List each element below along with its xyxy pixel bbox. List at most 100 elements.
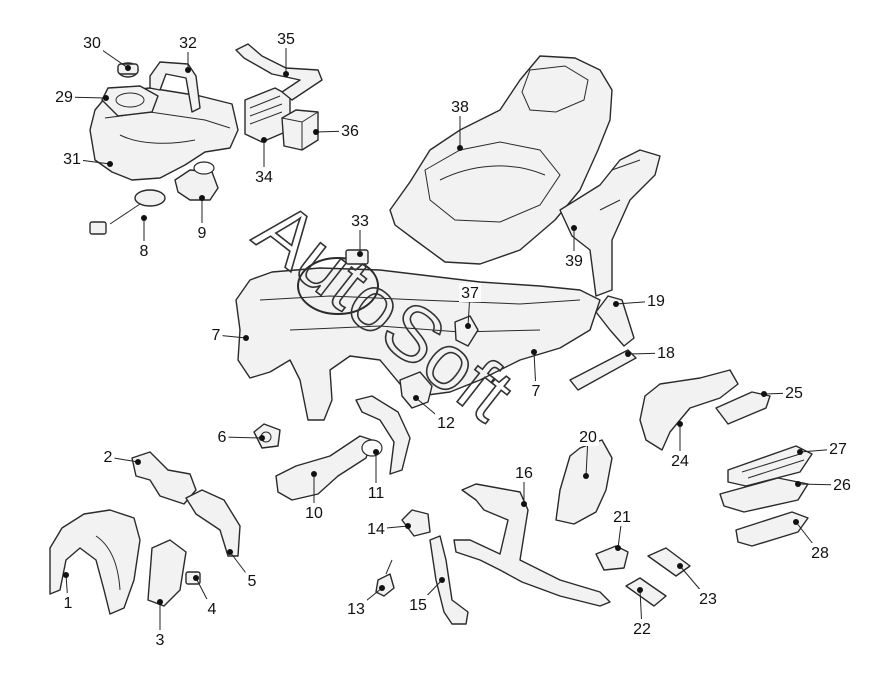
- callout-label-background: [365, 483, 387, 502]
- callout-14: 14: [365, 519, 411, 538]
- callout-37: 37: [459, 283, 481, 329]
- callout-dot: [261, 137, 267, 143]
- callout-number: 24: [671, 453, 689, 470]
- part-side-bracket-right: [639, 369, 739, 451]
- callout-dot: [521, 501, 527, 507]
- part-main-frame: [235, 267, 601, 421]
- callout-31: 31: [61, 149, 113, 168]
- callout-label-background: [345, 599, 367, 618]
- part-rider-peg: [625, 577, 667, 607]
- callout-label-background: [577, 427, 599, 446]
- callout-label-background: [209, 325, 223, 344]
- callout-dot: [199, 195, 205, 201]
- callout-label-background: [529, 381, 543, 400]
- callout-12: 12: [413, 395, 457, 432]
- part-footboard-pad: [735, 511, 809, 547]
- callout-9: 9: [195, 195, 209, 242]
- part-seat: [389, 55, 613, 265]
- callout-label-background: [253, 167, 275, 186]
- callout-26: 26: [795, 475, 853, 494]
- callout-number: 37: [461, 285, 479, 302]
- part-passenger-peg: [647, 547, 691, 577]
- callout-5: 5: [227, 549, 259, 590]
- callout-label-background: [195, 223, 209, 242]
- callout-label-background: [215, 427, 229, 446]
- callout-dot: [583, 473, 589, 479]
- callout-label-background: [177, 33, 199, 52]
- callout-7: 7: [529, 349, 543, 400]
- callout-label-background: [669, 451, 691, 470]
- callout-10: 10: [303, 471, 325, 522]
- callout-label-background: [53, 87, 75, 106]
- callout-number: 11: [368, 485, 385, 502]
- part-tube-bracket: [355, 395, 411, 475]
- callout-number: 3: [156, 632, 165, 649]
- callout-32: 32: [177, 33, 199, 73]
- callout-dot: [465, 323, 471, 329]
- callout-dot: [413, 395, 419, 401]
- callout-1: 1: [61, 572, 75, 612]
- callout-number: 20: [579, 429, 597, 446]
- callout-label-background: [827, 439, 849, 458]
- callout-label-background: [349, 211, 371, 230]
- callout-number: 8: [140, 243, 149, 260]
- callout-28: 28: [793, 519, 831, 562]
- callout-number: 29: [55, 89, 73, 106]
- callout-dot: [761, 391, 767, 397]
- callout-label-background: [611, 507, 633, 526]
- callout-label-background: [697, 589, 719, 608]
- callout-21: 21: [611, 507, 633, 551]
- callout-dot: [259, 435, 265, 441]
- callout-label-background: [645, 291, 667, 310]
- callout-dot: [795, 481, 801, 487]
- callout-dot: [157, 599, 163, 605]
- callout-number: 32: [179, 35, 197, 52]
- callout-27: 27: [797, 439, 849, 458]
- callout-29: 29: [53, 87, 109, 106]
- callout-dot: [373, 449, 379, 455]
- callout-34: 34: [253, 137, 275, 186]
- callout-number: 9: [198, 225, 207, 242]
- callout-label-background: [513, 463, 535, 482]
- callout-23: 23: [677, 563, 719, 608]
- callout-dot: [615, 545, 621, 551]
- callout-label-background: [61, 593, 75, 612]
- callout-number: 13: [347, 601, 365, 618]
- callout-19: 19: [613, 291, 667, 310]
- callout-number: 35: [277, 31, 295, 48]
- callout-number: 19: [647, 293, 665, 310]
- part-lower-bracket: [275, 435, 373, 501]
- callout-number: 21: [613, 509, 631, 526]
- part-engine-mount: [399, 371, 433, 409]
- callout-11: 11: [365, 449, 387, 502]
- callout-number: 14: [367, 521, 385, 538]
- callout-label-background: [655, 343, 677, 362]
- part-footboard-base: [719, 477, 809, 513]
- callout-number: 18: [657, 345, 675, 362]
- callout-number: 16: [515, 465, 533, 482]
- part-fuel-sender: [89, 189, 166, 235]
- callout-dot: [677, 563, 683, 569]
- callout-dot: [141, 215, 147, 221]
- callout-number: 30: [83, 35, 101, 52]
- callout-33: 33: [349, 211, 371, 257]
- callout-dot: [311, 471, 317, 477]
- callout-35: 35: [275, 29, 297, 77]
- callout-dot: [63, 572, 69, 578]
- callout-dot: [439, 577, 445, 583]
- part-center-stand: [453, 483, 611, 607]
- callout-dot: [637, 587, 643, 593]
- callout-label-background: [631, 619, 653, 638]
- part-frame-bracket: [454, 315, 479, 347]
- part-breather-hose: [149, 61, 201, 113]
- callout-dot: [405, 523, 411, 529]
- callout-6: 6: [215, 427, 265, 446]
- part-side-bracket-left: [555, 439, 613, 525]
- callout-number: 27: [829, 441, 847, 458]
- part-cable-loop: [297, 249, 379, 315]
- part-side-stand: [429, 535, 469, 625]
- callout-label-background: [563, 251, 585, 270]
- callout-dot: [125, 65, 131, 71]
- callout-22: 22: [631, 587, 653, 638]
